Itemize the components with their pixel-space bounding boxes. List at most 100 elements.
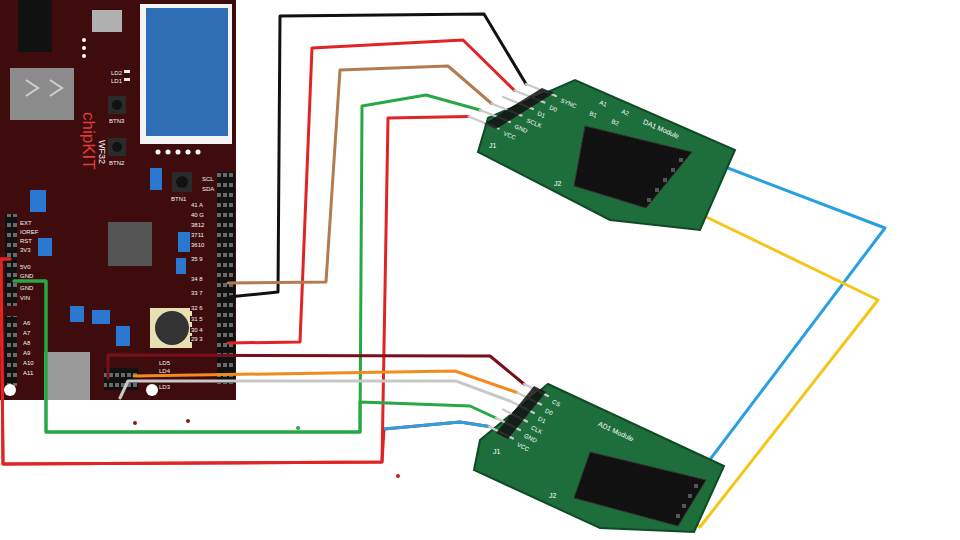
battery xyxy=(155,311,189,345)
pad xyxy=(82,54,86,58)
silkscreen-label: SCL xyxy=(201,176,215,182)
push-button-cap xyxy=(112,142,122,152)
led xyxy=(124,70,130,73)
silkscreen-label: 31 5 xyxy=(190,316,204,322)
stray-dot xyxy=(133,421,137,425)
module-outline xyxy=(462,78,738,232)
jack-mark xyxy=(26,80,38,96)
silkscreen-label: EXT xyxy=(19,220,33,226)
socket-hole xyxy=(676,514,680,518)
socket-header xyxy=(574,452,706,526)
stray-dot xyxy=(186,419,190,423)
silkscreen-label: LD1 xyxy=(110,78,123,84)
jumper xyxy=(150,168,162,190)
pad xyxy=(82,38,86,42)
silkscreen-label: BTN1 xyxy=(170,196,187,202)
silkscreen-label: 3711 xyxy=(190,232,205,238)
silkscreen-label: BTN3 xyxy=(108,118,125,124)
jumper xyxy=(178,232,190,252)
jumper-wire xyxy=(1,117,469,465)
wifi-module xyxy=(140,4,232,144)
socket-hole xyxy=(688,494,692,498)
stray-dot xyxy=(396,474,400,478)
micro-usb xyxy=(92,10,122,32)
module-pcb xyxy=(478,80,735,230)
socket-hole xyxy=(647,198,651,202)
jumper xyxy=(176,258,186,274)
board-model: WF32 xyxy=(97,140,106,164)
socket-hole xyxy=(682,504,686,508)
stray-dot xyxy=(296,426,300,430)
analog-header xyxy=(5,316,17,386)
jumper xyxy=(30,190,46,212)
silkscreen-label: LD3 xyxy=(158,384,171,390)
push-button xyxy=(108,96,126,114)
jumper-wire xyxy=(384,422,489,429)
microcontroller xyxy=(108,222,152,266)
jumper xyxy=(92,310,110,324)
socket-hole xyxy=(655,188,659,192)
silkscreen-label: RST xyxy=(19,238,33,244)
silkscreen-label: 3610 xyxy=(190,242,205,248)
silkscreen-label: A9 xyxy=(22,350,31,356)
led xyxy=(124,78,130,81)
silkscreen-label: 41 A xyxy=(190,202,204,208)
silkscreen-label: A11 xyxy=(22,370,34,376)
board-pcb xyxy=(0,0,236,400)
pad xyxy=(186,150,191,155)
pad xyxy=(166,150,171,155)
silkscreen-label: 33 7 xyxy=(190,290,204,296)
silkscreen-label: LD4 xyxy=(158,368,171,374)
dac-module: DA1 Module xyxy=(462,78,738,232)
silkscreen-label: BTN2 xyxy=(108,160,125,166)
module-pcb xyxy=(474,384,724,532)
silkscreen-label: LD5 xyxy=(158,360,171,366)
push-button-cap xyxy=(112,100,122,110)
jumper xyxy=(116,326,130,346)
silkscreen-label: LD2 xyxy=(110,70,123,76)
board-brand: chipKIT xyxy=(80,112,97,170)
pad xyxy=(196,150,201,155)
silkscreen-label: IOREF xyxy=(19,229,39,235)
silkscreen-label: 40 G xyxy=(190,212,205,218)
silkscreen-label: 35 9 xyxy=(190,256,204,262)
silkscreen-label: 32 6 xyxy=(190,305,204,311)
silkscreen-label: 34 8 xyxy=(190,276,204,282)
jack-mark xyxy=(50,80,62,96)
adc-module: AD1 Module xyxy=(466,374,728,536)
pin-spacer xyxy=(496,386,546,439)
socket-hole xyxy=(663,178,667,182)
silkscreen-label: VIN xyxy=(19,295,31,301)
silkscreen-label: A6 xyxy=(22,320,31,326)
pin-spacer xyxy=(484,88,554,129)
pad xyxy=(176,150,181,155)
jumper xyxy=(38,238,52,256)
jumper-wire xyxy=(686,152,885,486)
digital-header xyxy=(217,172,235,384)
silkscreen-label: 5V0 xyxy=(19,264,32,270)
wifi-module-shield xyxy=(146,8,228,136)
silkscreen-label: GND xyxy=(19,273,34,279)
silkscreen-label: A8 xyxy=(22,340,31,346)
silkscreen-label: 29 3 xyxy=(190,336,204,342)
silkscreen-label: GND xyxy=(19,285,34,291)
usb-host-jack xyxy=(44,352,90,400)
mounting-hole xyxy=(146,384,158,396)
microcontroller-board: chipKITWF32 xyxy=(0,0,236,400)
silkscreen-label: 3812 xyxy=(190,222,205,228)
power-jack xyxy=(18,0,52,52)
pad xyxy=(156,150,161,155)
jumper-wire xyxy=(1,259,489,464)
silkscreen-label: A10 xyxy=(22,360,35,366)
socket-hole xyxy=(671,168,675,172)
battery-holder xyxy=(150,308,192,348)
silkscreen-label: SDA xyxy=(201,186,215,192)
silkscreen-label: 3V3 xyxy=(19,247,32,253)
push-button xyxy=(172,172,192,192)
usb-jack xyxy=(10,68,74,120)
socket-hole xyxy=(679,158,683,162)
push-button-cap xyxy=(176,176,188,188)
silkscreen-label: A7 xyxy=(22,330,31,336)
silkscreen-label: 30 4 xyxy=(190,327,204,333)
jumper-wire xyxy=(228,40,515,343)
